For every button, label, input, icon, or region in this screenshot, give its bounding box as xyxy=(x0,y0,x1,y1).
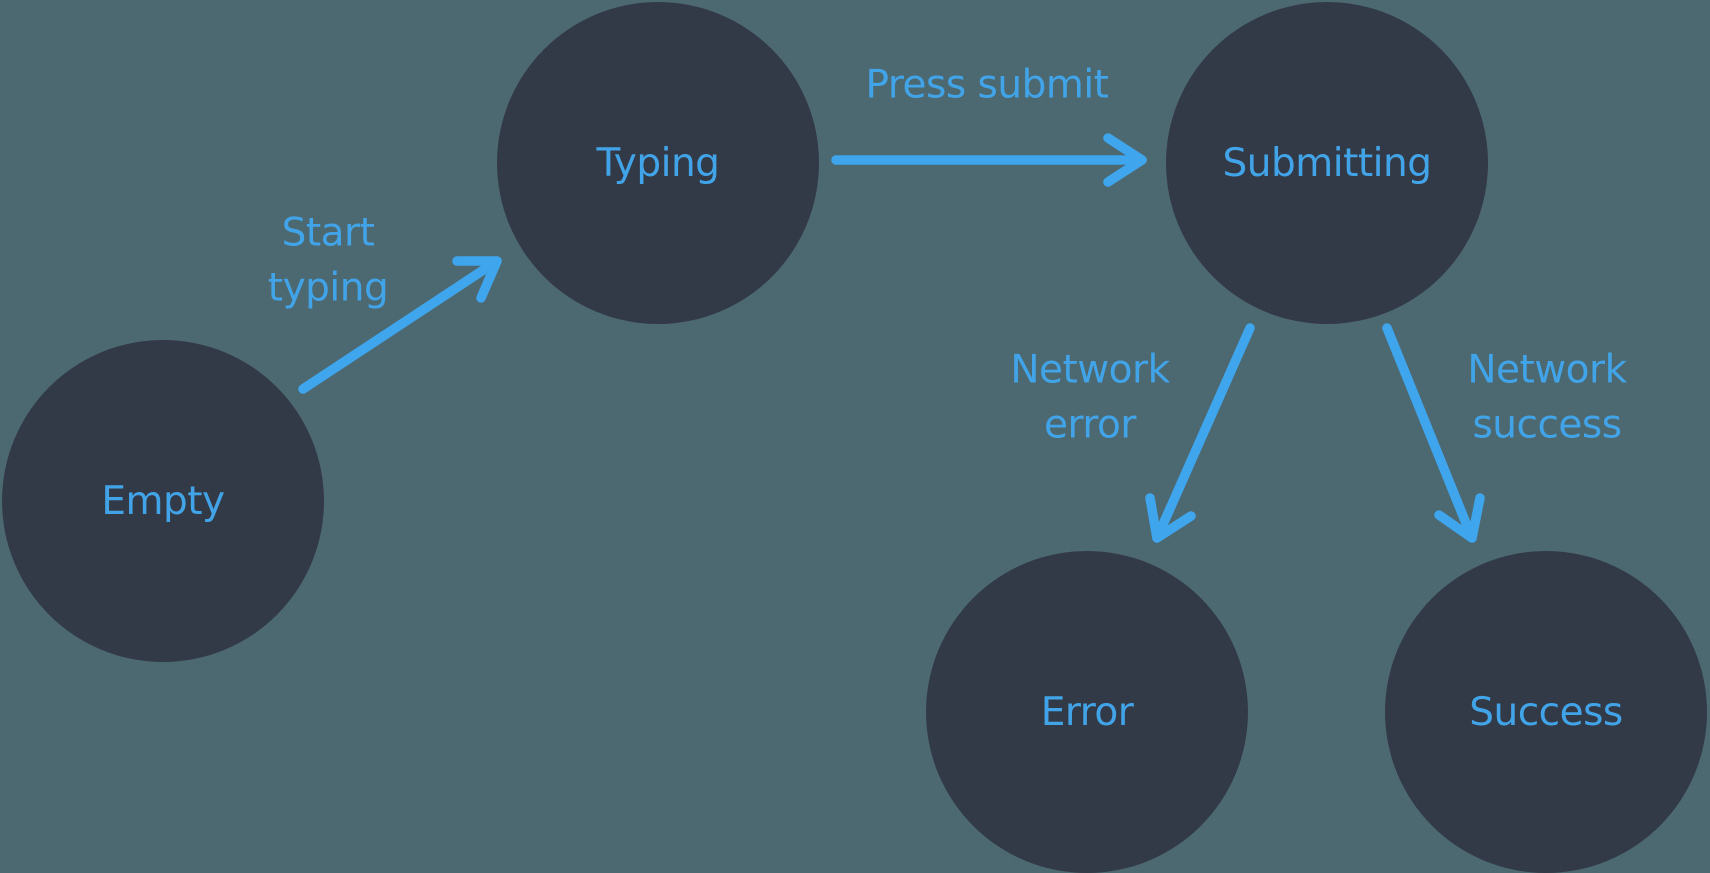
transition-label-network-success: Network success xyxy=(1467,347,1627,448)
state-label-submitting: Submitting xyxy=(1222,140,1432,186)
state-node-error: Error xyxy=(926,551,1248,873)
state-node-empty: Empty xyxy=(2,340,324,662)
state-node-typing: Typing xyxy=(497,2,819,324)
arrow-network-success xyxy=(1382,323,1485,543)
transition-label-start-typing: Start typing xyxy=(267,210,389,311)
transition-label-press-submit: Press submit xyxy=(865,62,1109,108)
state-label-empty: Empty xyxy=(101,478,225,524)
state-label-error: Error xyxy=(1040,689,1134,735)
transition-label-network-error: Network error xyxy=(1010,347,1170,448)
state-node-success: Success xyxy=(1385,551,1707,873)
arrow-press-submit xyxy=(831,133,1147,187)
state-label-success: Success xyxy=(1469,689,1623,735)
state-label-typing: Typing xyxy=(596,140,720,186)
state-node-submitting: Submitting xyxy=(1166,2,1488,324)
